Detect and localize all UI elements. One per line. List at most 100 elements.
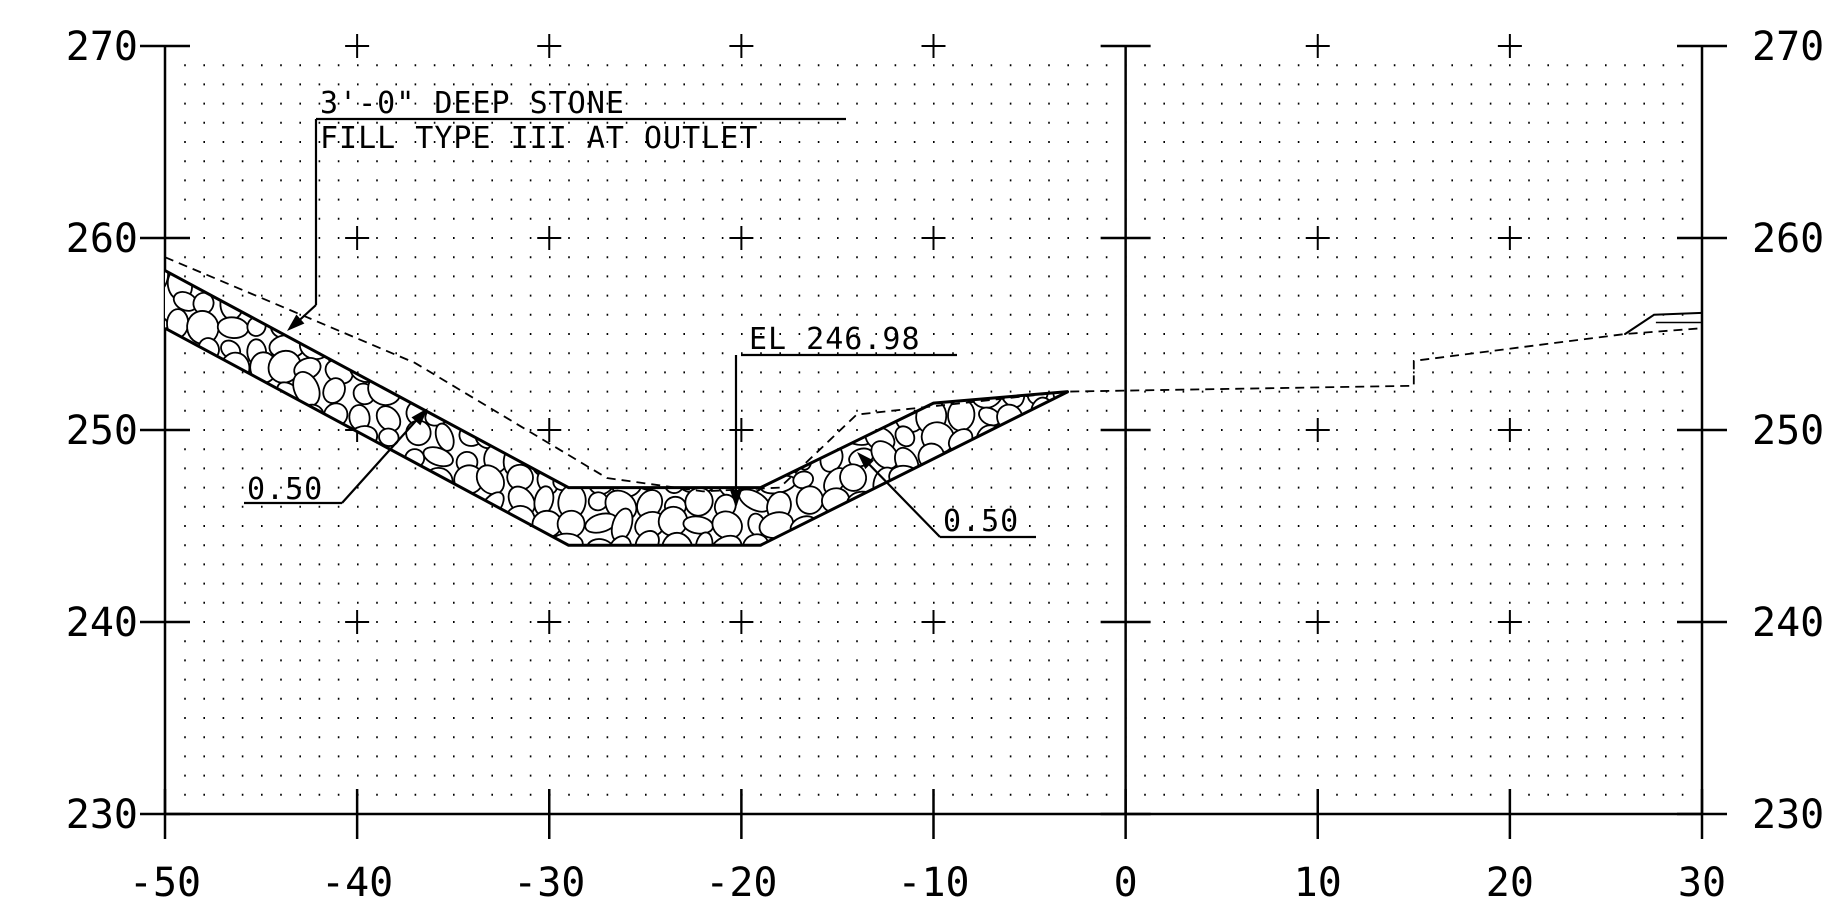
rock <box>692 312 719 336</box>
rock <box>302 421 327 455</box>
rock <box>1050 449 1068 473</box>
rock <box>198 357 224 379</box>
rock <box>1006 445 1026 468</box>
rock <box>242 402 273 426</box>
rock <box>371 490 408 514</box>
right-slope-label: 0.50 <box>943 504 1019 539</box>
rock <box>457 290 486 324</box>
rock <box>1025 511 1060 544</box>
rock <box>347 270 376 274</box>
grid-plus-mark <box>1497 418 1522 442</box>
grid-plus-mark <box>537 418 562 442</box>
rock <box>821 270 842 294</box>
rock <box>558 406 586 430</box>
grid-plus-mark <box>1497 610 1522 634</box>
rock <box>715 288 741 315</box>
y-tick-label-right: 240 <box>1752 600 1824 646</box>
rock <box>533 363 558 385</box>
rock <box>653 270 690 275</box>
rock <box>273 270 297 292</box>
x-tick-label: -30 <box>513 860 585 903</box>
rock <box>634 315 657 346</box>
rock <box>899 380 924 404</box>
rock <box>511 357 533 381</box>
elevation-note: EL 246.98 <box>749 322 921 357</box>
rock <box>608 339 631 363</box>
rock <box>237 270 274 274</box>
rock <box>422 270 452 271</box>
rock <box>709 534 743 546</box>
stone-top-line <box>164 269 1069 490</box>
rock <box>950 358 974 388</box>
y-tick-label-left: 250 <box>66 408 138 454</box>
rock <box>165 336 188 366</box>
rock <box>245 384 269 408</box>
rock <box>434 422 455 452</box>
rock <box>894 425 916 448</box>
rock <box>224 382 247 405</box>
rock <box>636 380 658 405</box>
rock <box>454 270 473 303</box>
rock <box>866 511 891 543</box>
rock <box>484 360 506 383</box>
rock <box>476 270 506 294</box>
rock <box>193 507 221 535</box>
rock <box>375 405 402 432</box>
rock <box>717 333 741 358</box>
rock <box>661 531 694 546</box>
rock <box>555 290 585 313</box>
grid-plus-mark <box>345 226 370 250</box>
x-tick-label: 0 <box>1114 860 1138 903</box>
rock <box>997 272 1025 295</box>
grid-plus-mark <box>1305 610 1330 634</box>
rock <box>974 292 1007 321</box>
rock <box>422 334 453 363</box>
right-slope-leader <box>861 456 941 538</box>
rock <box>786 357 814 384</box>
rock <box>1050 290 1068 314</box>
left-slope-label: 0.50 <box>247 472 323 507</box>
rock <box>536 287 556 319</box>
rock <box>1047 533 1068 546</box>
rock <box>823 422 846 444</box>
rock <box>897 534 924 546</box>
grid-plus-mark <box>729 34 754 58</box>
rock <box>870 535 890 546</box>
rock <box>1005 338 1026 363</box>
rock <box>917 270 945 296</box>
x-tick-label: -50 <box>129 860 201 903</box>
rock <box>323 309 356 343</box>
rock <box>356 308 379 337</box>
grid-plus-mark <box>729 418 754 442</box>
rock <box>971 310 1003 342</box>
y-tick-label-left: 240 <box>66 600 138 646</box>
rock <box>950 291 979 320</box>
rock <box>918 533 945 546</box>
rock <box>741 377 764 401</box>
rock <box>324 273 348 297</box>
rock <box>584 316 605 339</box>
rock <box>1025 272 1049 301</box>
grid-plus-mark <box>537 226 562 250</box>
rock <box>216 484 244 517</box>
x-tick-label: 10 <box>1294 860 1342 903</box>
rock <box>165 270 166 273</box>
rock <box>603 270 634 273</box>
rock <box>165 533 171 546</box>
rock <box>218 536 239 546</box>
rock <box>248 292 278 320</box>
rock <box>472 309 507 339</box>
x-tick-label: 30 <box>1678 860 1726 903</box>
rock <box>634 423 662 445</box>
rock <box>481 526 506 546</box>
rock <box>430 356 458 385</box>
rock <box>687 399 711 429</box>
rock <box>348 288 370 321</box>
rock <box>979 358 1001 387</box>
rock <box>708 270 738 295</box>
rock <box>654 445 686 477</box>
rock <box>504 316 528 339</box>
rock <box>841 270 865 272</box>
